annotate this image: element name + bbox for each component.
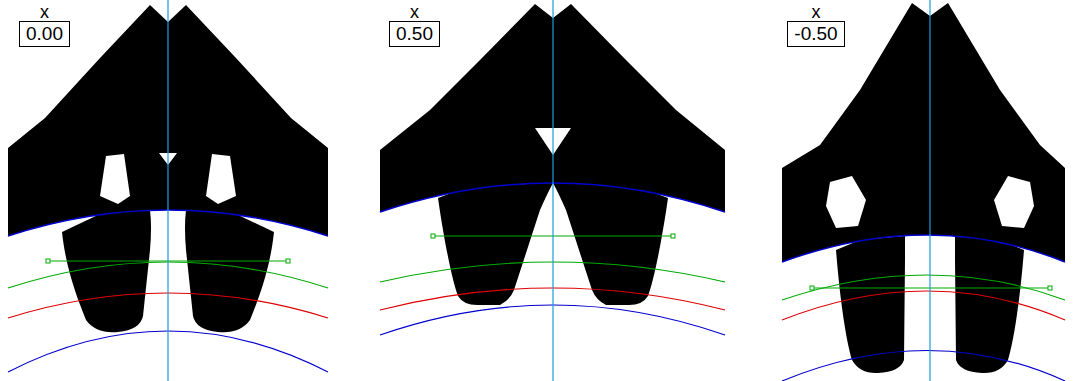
chord-end <box>671 234 675 238</box>
gear-tooth <box>553 183 668 305</box>
gear-profile-panel <box>782 0 1065 381</box>
tip-circle <box>782 235 1065 262</box>
value-label: x0.50 <box>389 3 440 47</box>
hole <box>826 176 866 228</box>
value-label: x0.00 <box>19 3 70 47</box>
value-label: x-0.50 <box>787 3 845 47</box>
axis-line <box>929 0 930 381</box>
gear-profile-panel <box>8 0 328 381</box>
pitch-circle <box>782 275 1065 300</box>
variable-name: x <box>37 3 52 21</box>
chord-end <box>1048 286 1052 290</box>
variable-name: x <box>407 3 422 21</box>
gear-body <box>782 3 1065 262</box>
chord-end <box>810 286 814 290</box>
chord-end <box>46 259 50 263</box>
value-box: 0.50 <box>389 21 440 47</box>
value-box: -0.50 <box>787 21 844 47</box>
hole <box>100 154 130 204</box>
hole <box>994 176 1034 228</box>
axis-line <box>167 0 168 381</box>
root-circle <box>782 351 1065 381</box>
value-box: 0.00 <box>19 21 70 47</box>
hole <box>206 154 236 204</box>
variable-name: x <box>809 3 824 21</box>
chord-end <box>286 259 290 263</box>
gear-tooth <box>438 183 553 305</box>
chord-end <box>431 234 435 238</box>
chord-line <box>812 287 1050 288</box>
base-circle <box>782 291 1065 320</box>
gear-profile-panel <box>380 0 725 381</box>
axis-line <box>552 0 553 381</box>
